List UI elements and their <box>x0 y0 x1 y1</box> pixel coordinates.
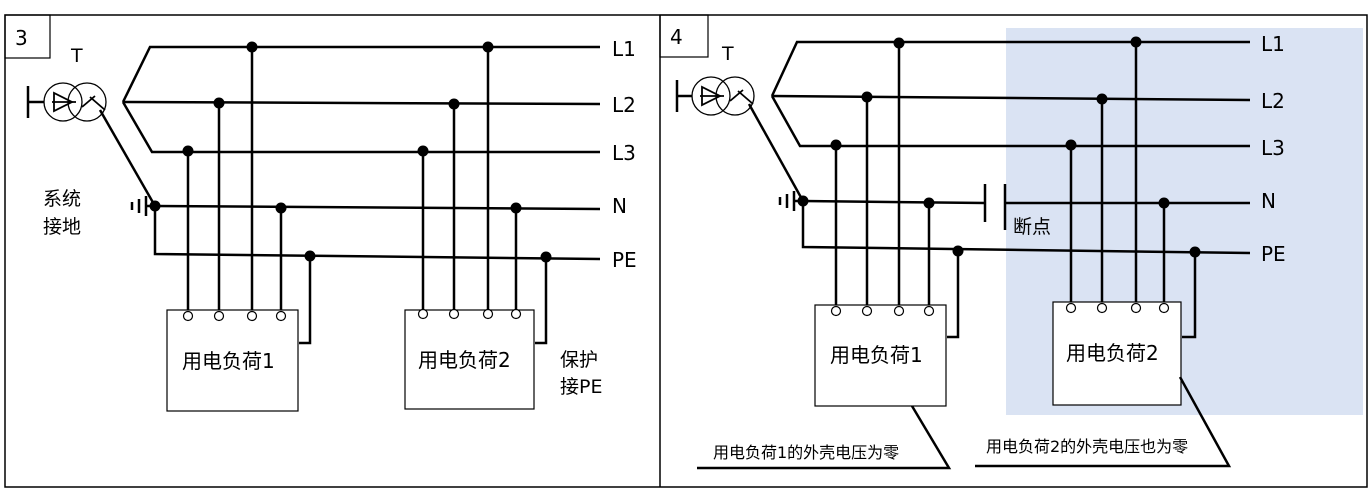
load-1 <box>797 37 964 407</box>
neutral-feed <box>98 109 157 207</box>
load-1-label: 用电负荷1 <box>182 349 275 373</box>
line-label-l2: L2 <box>612 93 636 117</box>
bus-l2 <box>771 94 1251 102</box>
bus-pe <box>153 206 601 261</box>
protect-label-1: 保护 <box>560 349 598 371</box>
line-label-pe: PE <box>612 248 637 272</box>
ground-label-2: 接地 <box>43 216 81 238</box>
break-point-icon <box>983 184 1007 230</box>
load-2-label: 用电负荷2 <box>418 348 511 372</box>
bus-l1 <box>121 45 600 103</box>
load-2-box <box>1052 301 1182 406</box>
load-1-box <box>166 309 299 412</box>
transformer-label: T <box>721 43 734 65</box>
line-label-l2: L2 <box>1261 89 1285 113</box>
panel-right: 4 T 断点 <box>659 14 1363 470</box>
load-1 <box>149 41 316 412</box>
panel-number: 4 <box>670 25 683 49</box>
load-1-label: 用电负荷1 <box>830 343 923 367</box>
panel-left: 3 T L1 L2 L3 N PE <box>4 14 637 412</box>
ground-label-1: 系统 <box>43 188 81 210</box>
line-label-n: N <box>1261 189 1276 213</box>
load-2 <box>1052 36 1201 406</box>
bus-l3 <box>770 95 1250 148</box>
line-label-l3: L3 <box>1261 136 1285 160</box>
panel-number: 3 <box>15 26 28 50</box>
bus-l1 <box>770 40 1250 97</box>
callout-2 <box>975 376 1232 468</box>
transformer <box>26 82 107 122</box>
ground-icon <box>130 196 155 216</box>
line-label-l3: L3 <box>612 141 636 165</box>
callout-1 <box>697 405 952 470</box>
protect-label-2: 接PE <box>560 376 602 398</box>
panel-number-box <box>659 14 709 58</box>
break-label: 断点 <box>1013 216 1051 238</box>
panel-number-box <box>4 14 51 59</box>
load-1-box <box>814 304 947 407</box>
transformer-label: T <box>70 45 83 67</box>
line-label-n: N <box>612 194 627 218</box>
line-label-l1: L1 <box>1261 32 1285 56</box>
transformer <box>675 76 755 116</box>
neutral-feed <box>747 103 805 202</box>
line-label-pe: PE <box>1261 242 1286 266</box>
load-2 <box>404 41 552 410</box>
note-1: 用电负荷1的外壳电压为零 <box>713 443 899 462</box>
bus-l2 <box>122 100 601 106</box>
bus-n-left <box>802 199 986 205</box>
line-label-l1: L1 <box>612 37 636 61</box>
load-2-box <box>404 309 535 410</box>
load-2-label: 用电负荷2 <box>1066 341 1159 365</box>
note-2: 用电负荷2的外壳电压也为零 <box>986 437 1188 456</box>
bus-n <box>154 204 601 211</box>
bus-l3 <box>121 101 600 154</box>
